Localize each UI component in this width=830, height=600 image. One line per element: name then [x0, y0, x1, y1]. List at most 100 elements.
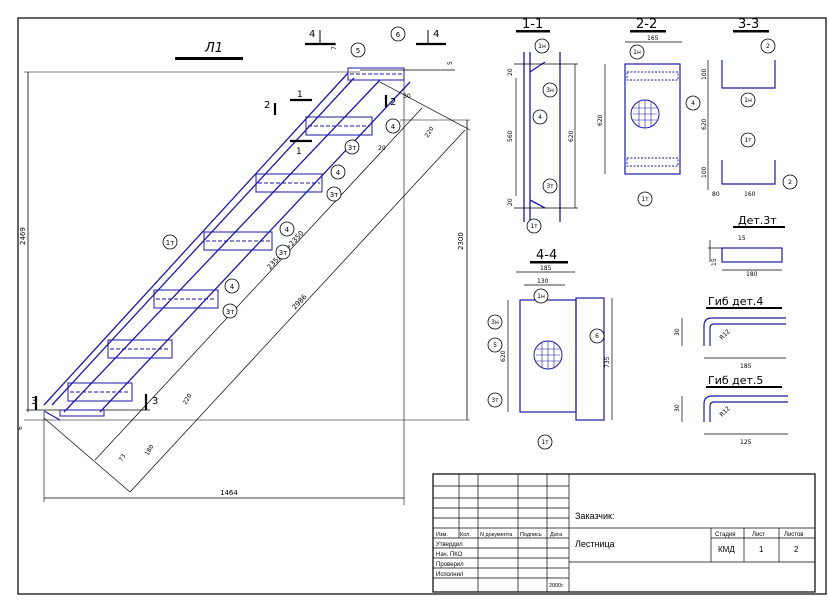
tread-4 — [203, 231, 273, 251]
sheet-frame — [17, 17, 827, 595]
sec11-c1n: 1н — [538, 43, 546, 50]
callout-5-circle — [350, 42, 366, 58]
tread-2-body — [107, 339, 173, 359]
tread-top-body — [347, 67, 405, 81]
stamp-stage: КМД — [718, 545, 735, 554]
base-plate — [59, 409, 105, 417]
sec33-d5: 160 — [744, 191, 756, 198]
sec22-callout-1n — [629, 44, 645, 60]
det3-plate — [721, 247, 783, 263]
sec44-callouts — [487, 288, 605, 450]
stamp-sheet: 1 — [759, 545, 764, 554]
sec33-c1n: 1н — [744, 97, 752, 104]
callout-4a-label: 4 — [391, 123, 396, 131]
stamp-col-headers: Изм. Кол. N документа Подпись Дата — [436, 532, 563, 538]
det5-title-underline — [706, 386, 782, 388]
stamp-sheet-label: Лист — [752, 532, 765, 538]
sec44-grip-hatch — [536, 341, 560, 369]
tread-2 — [107, 339, 173, 359]
callout-4c-label: 4 — [285, 226, 290, 234]
stringer-line-3 — [63, 79, 381, 413]
det3-title-underline — [733, 226, 785, 228]
sec33-bottom-channel — [721, 160, 776, 185]
sec11-top-bend — [529, 61, 546, 73]
dim-width: 1464 — [220, 489, 238, 497]
cut-1-top-label: 1 — [297, 90, 303, 100]
det4-bend-inner — [709, 323, 786, 346]
section-2-2: 2-2 165 620 1н 4 1т — [597, 17, 701, 207]
sec22-callout-4 — [685, 95, 701, 111]
callout-6-label: 6 — [396, 31, 401, 39]
callout-1t-label: 1т — [166, 239, 175, 247]
sec44-callout-5 — [487, 337, 503, 353]
stamp-col-0: Изм. — [436, 532, 448, 538]
sec33-title-underline — [733, 30, 769, 33]
stringer-line-1 — [43, 72, 349, 406]
sec44-c1t: 1т — [541, 439, 549, 446]
stamp-sheets-label: Листов — [784, 532, 804, 538]
sec11-title-underline — [516, 30, 550, 33]
stamp-name: Лестница — [575, 539, 615, 549]
det3-title: Дет.3т — [738, 214, 777, 227]
sec44-d4: 735 — [604, 356, 611, 368]
sec44-d2: 130 — [537, 278, 549, 285]
tread-top — [347, 67, 405, 81]
base-plate-left — [43, 410, 61, 421]
stamp-frame — [432, 473, 816, 593]
cut-4-right-label: 4 — [433, 29, 439, 40]
sec44-callout-1n — [533, 288, 549, 304]
det5-bend-outer — [703, 395, 788, 422]
diag-dims — [43, 81, 471, 493]
stamp-rows: Утвердил Нач. ПКО Проверил Исполнил — [436, 542, 464, 578]
callouts — [162, 26, 406, 319]
stringer-line-2 — [51, 77, 355, 406]
tread-3-body — [153, 289, 219, 309]
sec11-c4: 4 — [538, 114, 542, 121]
sec11-callout-4 — [532, 109, 548, 125]
main-title: Л1 — [204, 41, 223, 56]
sec11-callout-3n — [542, 82, 558, 98]
sec44-c1n: 1н — [537, 293, 545, 300]
sec22-c4: 4 — [691, 100, 695, 107]
callout-labels: 5 6 4 3т 3т 4 4 3т 4 3т 1т — [166, 31, 401, 316]
callout-3tb-label: 3т — [330, 191, 339, 199]
tread-3 — [153, 289, 219, 309]
det5-d2: R12 — [718, 405, 731, 418]
det4-d2: R12 — [718, 328, 731, 341]
stringer-line-4 — [99, 81, 411, 413]
sec44-c5: 5 — [493, 342, 497, 349]
sec33-callout-1n — [740, 92, 756, 108]
sec44-c6: 6 — [595, 333, 599, 340]
sec44-callout-3t — [487, 392, 503, 408]
sec33-c1t: 1т — [744, 137, 752, 144]
sec11-title: 1-1 — [522, 17, 543, 32]
callout-3tc-circle — [275, 244, 291, 260]
callout-4d-circle — [224, 278, 240, 294]
cut-1-bottom-label: 1 — [296, 147, 302, 157]
sec11-c3t: 3т — [546, 183, 554, 190]
treads — [67, 67, 405, 402]
dim-inner-height: 2300 — [457, 232, 465, 250]
sec22-bottom-hatch — [626, 157, 679, 167]
callout-4a-circle — [385, 118, 401, 134]
sec22-callouts — [629, 44, 701, 207]
sec22-c1n: 1н — [633, 49, 641, 56]
sec11-d3: 620 — [568, 130, 575, 142]
dim-left-small: 6 — [17, 426, 24, 430]
tread-1 — [67, 382, 133, 402]
sec44-callout-1t — [537, 434, 553, 450]
diag-dim-long — [129, 129, 466, 493]
sec44-d3: 620 — [500, 350, 507, 362]
sec33-c2b: 2 — [788, 179, 792, 186]
dim-top-a: 73 — [331, 42, 338, 50]
callout-4c-circle — [279, 221, 295, 237]
sec11-c1t: 1т — [530, 223, 538, 230]
det4-d3: 185 — [740, 363, 752, 370]
stamp-customer: Заказчик: — [575, 511, 614, 521]
diag-dim-steps — [94, 107, 423, 461]
stamp-row-3: Исполнил — [436, 572, 464, 578]
sec44-callout-3n — [487, 314, 503, 330]
sec11-callout-labels: 1н 3н 4 3т 1т — [530, 43, 554, 230]
stamp-col-1: Кол. — [460, 532, 471, 538]
